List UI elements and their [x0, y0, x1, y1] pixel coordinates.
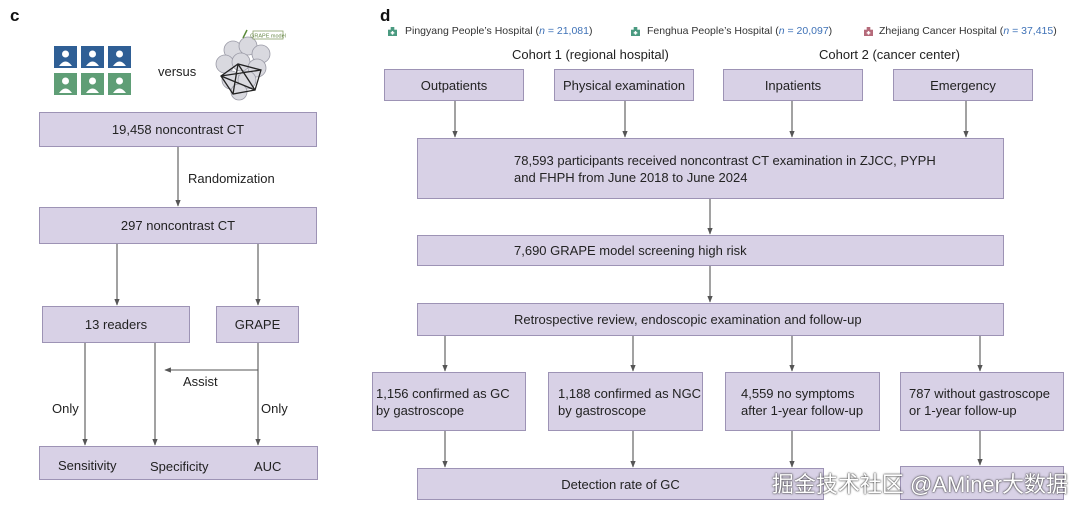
outcome-without-line2: or 1-year follow-up	[909, 402, 1017, 418]
auc-label: AUC	[254, 459, 282, 474]
detection-rate-box: Detection rate of GC	[417, 468, 824, 500]
assist-label: Assist	[183, 374, 218, 389]
review-box: Retrospective review, endoscopic examina…	[417, 303, 1004, 336]
cohort1-label: Cohort 1 (regional hospital)	[512, 47, 669, 62]
grape-model-icon: GRAPE model	[215, 29, 286, 101]
readers-box: 13 readers	[42, 306, 190, 343]
svg-text:GRAPE model: GRAPE model	[250, 34, 286, 40]
outcome-ngc-line1: 1,188 confirmed as NGC	[558, 385, 702, 401]
outcome-without-gastroscope-box: 787 without gastroscope or 1-year follow…	[900, 372, 1064, 431]
panel-d-label: d	[380, 6, 391, 25]
cohort2-label: Cohort 2 (cancer center)	[819, 47, 960, 62]
hospital-fenghua-legend: Fenghua People’s Hospital (n = 20,097)	[647, 25, 833, 37]
participants-box: 78,593 participants received noncontrast…	[417, 138, 1004, 199]
source-inpatients-box: Inpatients	[723, 69, 863, 101]
sensitivity-label: Sensitivity	[58, 458, 117, 473]
outcome-no-symptoms-line2: after 1-year follow-up	[741, 402, 864, 418]
outcome-no-symptoms-box: 4,559 no symptoms after 1-year follow-up	[725, 372, 880, 431]
participants-line2: and FHPH from June 2018 to June 2024	[514, 169, 748, 185]
noncontrast-ct-297-box: 297 noncontrast CT	[39, 207, 317, 244]
outcome-ngc-box: 1,188 confirmed as NGC by gastroscope	[548, 372, 703, 431]
hospital-icon	[388, 27, 397, 36]
only-label-right: Only	[261, 401, 288, 416]
outcome-ngc-line2: by gastroscope	[558, 402, 647, 418]
hospital-zhejiang-legend: Zhejiang Cancer Hospital (n = 37,415)	[879, 25, 1057, 37]
screening-box: 7,690 GRAPE model screening high risk	[417, 235, 1004, 266]
versus-label: versus	[158, 64, 197, 79]
source-emergency-box: Emergency	[893, 69, 1033, 101]
outcome-without-line1: 787 without gastroscope	[909, 385, 1050, 401]
outcome-no-symptoms-line1: 4,559 no symptoms	[741, 385, 855, 401]
only-label-left: Only	[52, 401, 79, 416]
participants-line1: 78,593 participants received noncontrast…	[514, 152, 936, 168]
noncontrast-ct-19458-box: 19,458 noncontrast CT	[39, 112, 317, 147]
outcome-gc-box: 1,156 confirmed as GC by gastroscope	[372, 372, 526, 431]
source-outpatients-box: Outpatients	[384, 69, 524, 101]
metrics-box: Sensitivity Specificity AUC	[39, 446, 318, 480]
hospital-icon	[631, 27, 640, 36]
grape-box: GRAPE	[216, 306, 299, 343]
specificity-label: Specificity	[150, 459, 209, 474]
hospital-icon	[864, 27, 873, 36]
watermark-text: 掘金技术社区 @AMiner大数据	[771, 472, 1068, 497]
randomization-label: Randomization	[188, 171, 275, 186]
outcome-gc-line2: by gastroscope	[376, 402, 465, 418]
readers-icon	[54, 46, 131, 95]
source-physical-exam-box: Physical examination	[554, 69, 694, 101]
hospital-pingyang-legend: Pingyang People’s Hospital (n = 21,081)	[405, 25, 593, 37]
outcome-gc-line1: 1,156 confirmed as GC	[376, 385, 510, 401]
panel-c-label: c	[10, 6, 20, 25]
detection-rate-box-right	[900, 466, 1064, 500]
